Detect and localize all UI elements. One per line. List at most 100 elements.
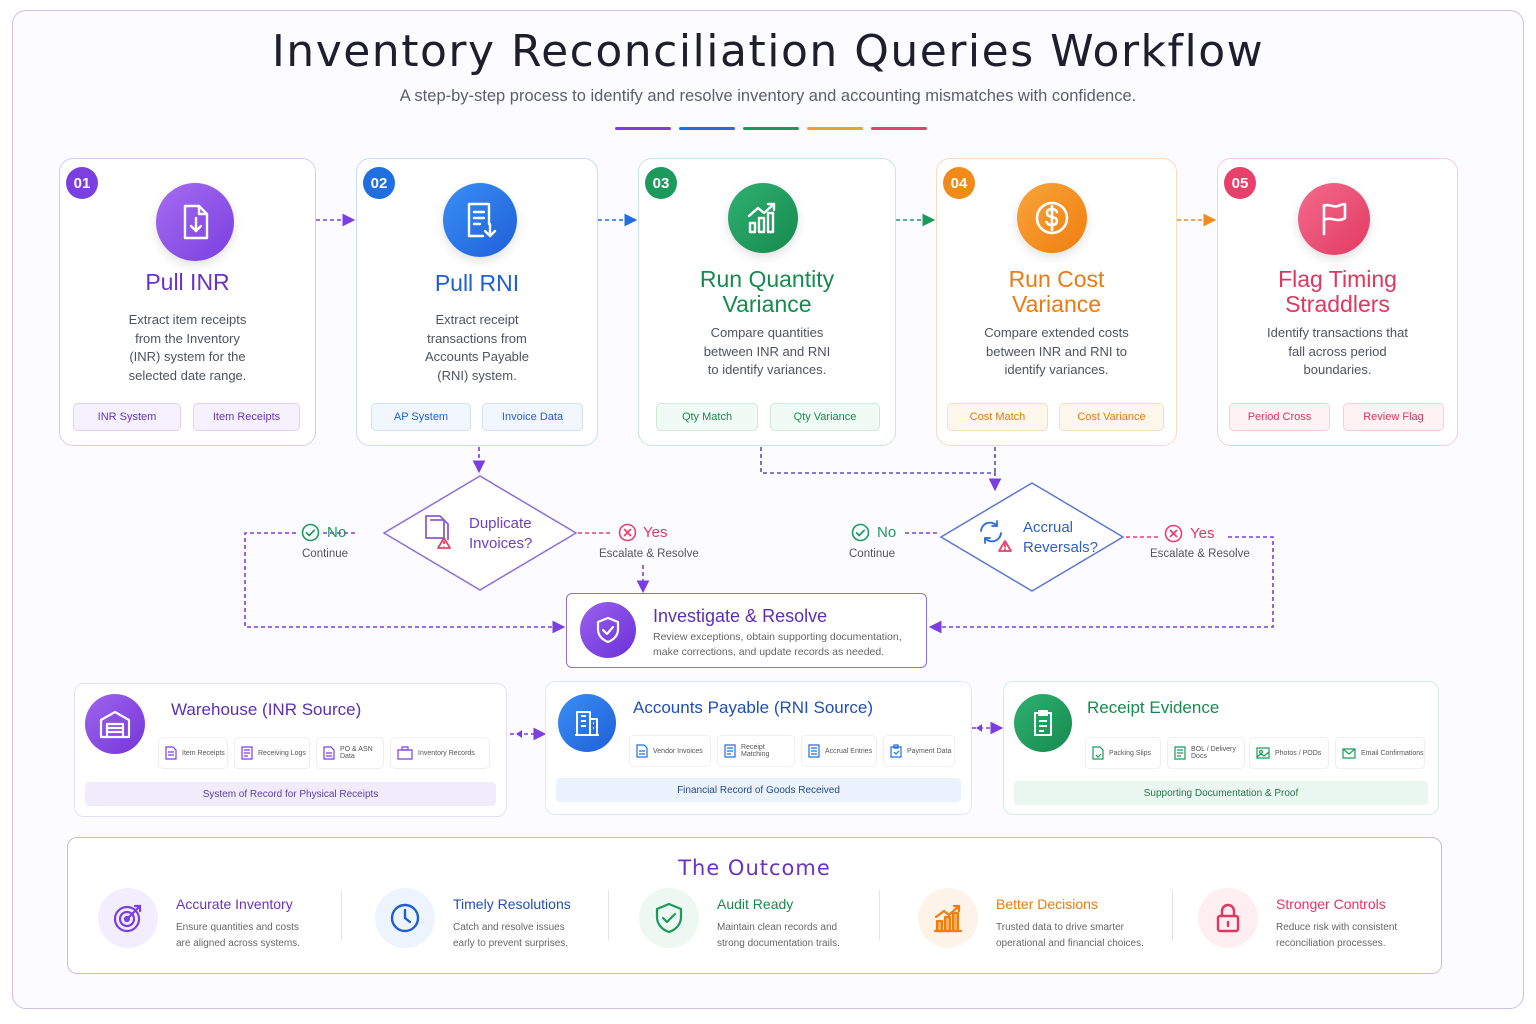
page-subtitle: A step-by-step process to identify and r…	[399, 87, 1137, 105]
clipboard-icon	[1014, 694, 1072, 752]
duplicate-warning-icon	[425, 515, 451, 549]
shield-check-icon	[639, 888, 699, 948]
step-card-pull-inr: 01 Pull INR Extract item receipts from t…	[59, 158, 316, 446]
document-download-icon	[156, 183, 234, 261]
target-icon	[98, 888, 158, 948]
vendor-invoices-entry: Vendor Invoices	[630, 736, 710, 766]
branch-dup-no-loop	[244, 532, 566, 634]
chip-ap-system: AP System	[371, 403, 471, 431]
clock-icon	[375, 888, 435, 948]
check-circle-icon	[301, 523, 320, 542]
decision-duplicate-invoices	[382, 475, 578, 591]
lock-icon	[1198, 888, 1258, 948]
system-receipt-evidence: Receipt Evidence Packing Slips BOL / Del…	[1003, 681, 1439, 815]
warehouse-icon	[85, 694, 145, 754]
outcome-item-description: Catch and resolve issues early to preven…	[453, 922, 569, 949]
outcome-item-title: Better Decisions	[996, 896, 1098, 912]
title-accent-green	[743, 127, 799, 130]
arrow-steps-to-decision2	[760, 447, 1002, 492]
branch-no-action: Continue	[302, 548, 349, 560]
dollar-coin-icon	[1017, 183, 1087, 253]
system-subtitle: (RNI Source)	[773, 698, 874, 717]
chip-item-receipts: Item Receipts	[193, 403, 300, 431]
receipt-matching-entry: Receipt Matching	[718, 736, 794, 766]
item-receipts-entry: Item Receipts	[159, 738, 227, 768]
branch-acc-yes-loop	[928, 536, 1274, 634]
investigate-title: Investigate & Resolve	[653, 606, 828, 626]
step-title: Run Quantity Variance	[699, 266, 835, 317]
step-card-timing-straddlers: 05 Flag Timing Straddlers Identify trans…	[1217, 158, 1458, 446]
step-description: Identify transactions that fall across p…	[1267, 325, 1408, 377]
decision-question: Accrual Reversals?	[1023, 519, 1099, 556]
step-description: Extract item receipts from the Inventory…	[128, 312, 247, 383]
branch-yes-label: Yes	[643, 524, 668, 541]
chip-review-flag: Review Flag	[1343, 403, 1444, 431]
flag-icon	[1298, 183, 1370, 255]
outcome-item-description: Reduce risk with consistent reconciliati…	[1276, 922, 1398, 949]
check-circle-icon	[851, 523, 870, 542]
system-footer: Supporting Documentation & Proof	[1014, 781, 1428, 805]
branch-yes-action: Escalate & Resolve	[599, 548, 699, 560]
step-description: Compare quantities between INR and RNI t…	[703, 325, 831, 377]
step-title: Pull RNI	[434, 270, 520, 296]
step-number-badge: 02	[363, 167, 395, 199]
payment-data-entry: Payment Data	[884, 736, 954, 766]
outcome-item-description: Trusted data to drive smarter operationa…	[996, 922, 1144, 949]
inventory-records-entry: Inventory Records	[391, 738, 489, 768]
packing-slips-entry: Packing Slips	[1086, 738, 1160, 768]
chip-qty-variance: Qty Variance	[770, 403, 880, 431]
outcome-item-title: Timely Resolutions	[453, 896, 571, 912]
step-title: Pull INR	[145, 269, 230, 295]
step-description: Compare extended costs between INR and R…	[984, 325, 1129, 377]
system-footer: Financial Record of Goods Received	[556, 778, 961, 802]
investigate-resolve-box: Investigate & Resolve Review exceptions,…	[566, 593, 927, 668]
decision-question: Duplicate Invoices?	[469, 515, 533, 552]
system-warehouse: Warehouse (INR Source) Item Receipts Rec…	[74, 683, 507, 817]
decision-accrual-reversals	[939, 482, 1125, 592]
accrual-entries-entry: Accrual Entries	[802, 736, 876, 766]
chip-qty-match: Qty Match	[656, 403, 758, 431]
outcome-title: The Outcome	[678, 856, 831, 880]
outcome-item-description: Maintain clean records and strong docume…	[717, 922, 840, 949]
title-accent-pink	[871, 127, 927, 130]
step-number-badge: 01	[66, 167, 98, 199]
outcome-item-title: Stronger Controls	[1276, 896, 1386, 912]
x-circle-icon	[1164, 524, 1183, 543]
system-accounts-payable: Accounts Payable (RNI Source) Vendor Inv…	[545, 681, 972, 815]
system-subtitle: (INR Source)	[262, 700, 362, 719]
outcome-divider	[608, 890, 609, 940]
outcome-divider	[1172, 890, 1173, 940]
email-confirmations-entry: Email Confirmations	[1336, 738, 1424, 768]
receiving-logs-entry: Receiving Logs	[235, 738, 309, 768]
outcome-divider	[879, 890, 880, 940]
system-title: Accounts Payable (RNI Source)	[633, 698, 874, 717]
chart-icon	[918, 888, 978, 948]
title-accent-purple	[615, 127, 671, 130]
invoice-download-icon	[443, 183, 517, 257]
title-accent-blue	[679, 127, 735, 130]
step-number-badge: 05	[1224, 167, 1256, 199]
system-footer: System of Record for Physical Receipts	[85, 782, 496, 806]
branch-no-label: No	[877, 524, 897, 541]
chip-cost-variance: Cost Variance	[1059, 403, 1164, 431]
branch-yes-action: Escalate & Resolve	[1150, 548, 1250, 560]
step-number-badge: 03	[645, 167, 677, 199]
outcome-item-title: Accurate Inventory	[176, 896, 293, 912]
outcome-divider	[341, 890, 342, 940]
outcome-panel: The Outcome Accurate Inventory Ensure qu…	[67, 837, 1442, 974]
outcome-item-description: Ensure quantities and costs are aligned …	[176, 922, 300, 949]
step-card-cost-variance: 04 Run Cost Variance Compare extended co…	[936, 158, 1177, 446]
branch-no-action: Continue	[849, 548, 896, 560]
photos-pods-entry: Photos / PODs	[1250, 738, 1328, 768]
step-title: Run Cost Variance	[1008, 266, 1105, 317]
step-description: Extract receipt transactions from Accoun…	[424, 312, 530, 383]
branch-yes-label: Yes	[1190, 525, 1215, 542]
system-title: Warehouse (INR Source)	[171, 700, 362, 719]
shield-check-icon	[580, 602, 636, 658]
reversal-warning-icon	[980, 520, 1012, 552]
step-number-badge: 04	[943, 167, 975, 199]
bol-delivery-docs-entry: BOL / Delivery Docs	[1168, 738, 1244, 768]
step-card-pull-rni: 02 Pull RNI Extract receipt transactions…	[356, 158, 598, 446]
chip-invoice-data: Invoice Data	[482, 403, 583, 431]
